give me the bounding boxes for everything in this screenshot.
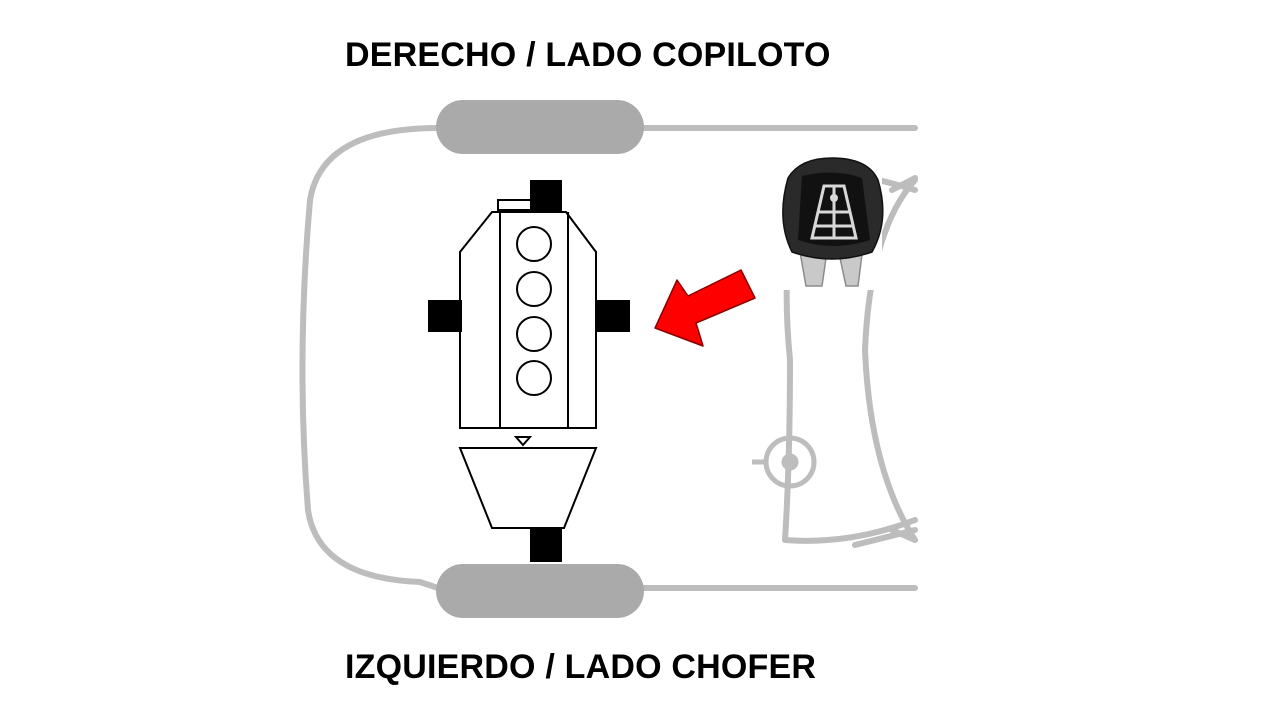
cylinder-1 [516,226,552,262]
cylinder-4 [516,360,552,396]
label-right-passenger-side: DERECHO / LADO COPILOTO [345,36,831,74]
engine-mounts [428,180,630,562]
mount-top [530,180,562,212]
transmission [458,436,598,529]
cylinder-3 [516,316,552,352]
red-arrow-icon [654,269,756,347]
wheel-bottom [436,564,644,618]
cylinder-2 [516,271,552,307]
engine-cylinders [516,226,552,396]
mount-bottom [530,528,562,562]
engine-mount-icon [776,155,884,290]
mount-right [596,300,630,332]
label-left-driver-side: IZQUIERDO / LADO CHOFER [345,648,817,686]
front-fitting-icon [752,435,817,489]
mount-left [428,300,462,332]
wheel-top [436,100,644,154]
